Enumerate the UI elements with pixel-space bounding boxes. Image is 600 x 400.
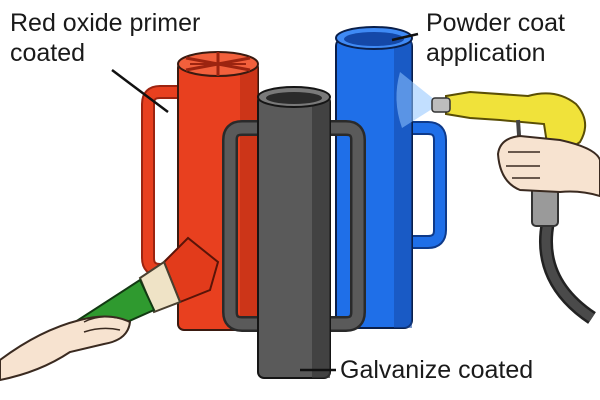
hand-icon (496, 134, 600, 198)
label-galvanize-line1: Galvanize coated (340, 356, 534, 384)
label-red-oxide-line1: Red oxide primer (10, 9, 201, 37)
spray-mist (396, 72, 440, 128)
label-red-oxide-line2: coated (10, 39, 86, 67)
label-red-oxide-primer: Red oxide primer coated (10, 8, 200, 68)
leader-red-oxide (111, 69, 169, 113)
leader-powder (391, 32, 419, 42)
paintbrush-icon (0, 236, 220, 382)
brush-hand (0, 315, 132, 382)
label-powder-coat: Powder coat application (426, 8, 565, 68)
label-powder-line2: application (426, 39, 546, 67)
galvanized-post-driver (222, 86, 366, 379)
label-galvanize-coated: Galvanize coated (340, 355, 533, 385)
label-powder-line1: Powder coat (426, 9, 565, 37)
spray-gun-icon (396, 72, 600, 324)
